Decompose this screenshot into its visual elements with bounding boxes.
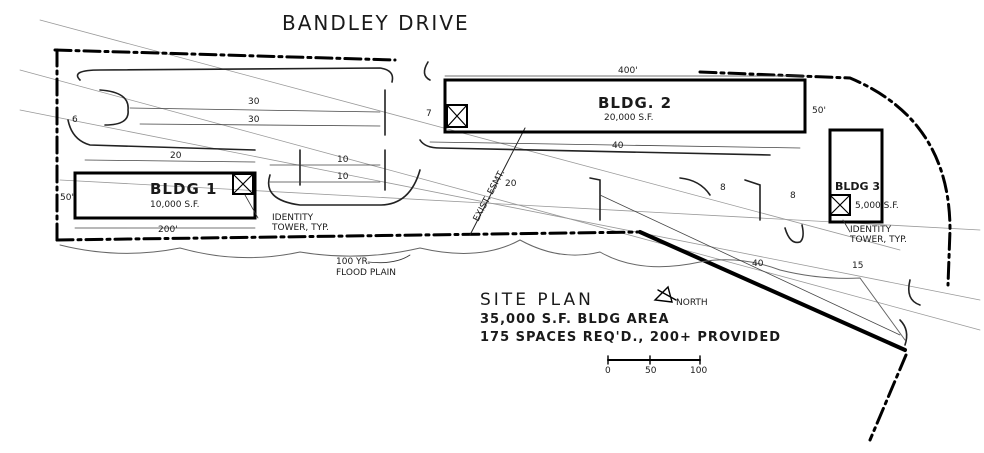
- identity-tower-1-line1: IDENTITY: [272, 213, 314, 223]
- north-arrow-icon: [653, 285, 677, 303]
- scale-100: 100: [690, 366, 707, 376]
- scale-50: 50: [645, 366, 657, 376]
- flood-plain-line: [59, 239, 906, 341]
- identity-tower-2-line2: TOWER, TYP.: [849, 235, 907, 245]
- site-plan-title: SITE PLAN: [480, 290, 594, 310]
- contour-lines: [19, 19, 981, 331]
- building-1-area: 10,000 S.F.: [150, 200, 200, 210]
- building-1-width: 200': [158, 225, 178, 235]
- site-plan-area: 35,000 S.F. BLDG AREA: [480, 312, 670, 327]
- easement-label: EXIST. ESMT.: [472, 169, 508, 224]
- dim-40-a: 40: [612, 141, 624, 151]
- building-1-tower: [232, 173, 254, 195]
- dim-30-b: 30: [248, 115, 260, 125]
- identity-tower-1-line2: TOWER, TYP.: [271, 223, 329, 233]
- building-2-label: BLDG. 2: [598, 94, 672, 112]
- north-label: NORTH: [676, 298, 708, 308]
- easement-line: [469, 127, 526, 236]
- dim-20-a: 20: [170, 151, 182, 161]
- dim-30-a: 30: [248, 97, 260, 107]
- south-property-line: [638, 230, 907, 352]
- building-1-outline: [73, 171, 257, 220]
- dim-7: 7: [426, 109, 432, 119]
- dim-8-a: 8: [720, 183, 726, 193]
- dim-20-b: 20: [505, 179, 517, 189]
- building-2-tower: [446, 104, 468, 128]
- building-3-label: BLDG 3: [835, 180, 880, 193]
- building-3-outline: [828, 128, 884, 224]
- dim-40-b: 40: [752, 259, 764, 269]
- building-2-outline: [443, 78, 807, 134]
- building-1-label: BLDG 1: [150, 180, 217, 198]
- flood-plain-line2: FLOOD PLAIN: [336, 268, 396, 278]
- flood-plain-line1: 100 YR.: [336, 257, 370, 267]
- dim-6: 6: [72, 115, 78, 125]
- building-3-tower: [829, 194, 851, 216]
- dim-10-a: 10: [337, 155, 349, 165]
- building-1-depth: 50': [60, 193, 74, 203]
- scale-0: 0: [605, 366, 611, 376]
- scale-bar: [607, 355, 701, 365]
- property-line: [53, 48, 952, 442]
- identity-tower-2-line1: IDENTITY: [850, 225, 892, 235]
- building-2-depth: 50': [812, 106, 826, 116]
- building-2-width: 400': [618, 66, 638, 76]
- building-3-area: 5,000 S.F.: [855, 201, 899, 211]
- dim-15: 15: [852, 261, 863, 271]
- parking-layout: [67, 61, 921, 346]
- site-plan-parking: 175 SPACES REQ'D., 200+ PROVIDED: [480, 330, 781, 345]
- street-name: BANDLEY DRIVE: [282, 11, 470, 35]
- building-2-area: 20,000 S.F.: [604, 113, 654, 123]
- dim-10-b: 10: [337, 172, 349, 182]
- dim-8-b: 8: [790, 191, 796, 201]
- dimension-lines: [74, 75, 901, 336]
